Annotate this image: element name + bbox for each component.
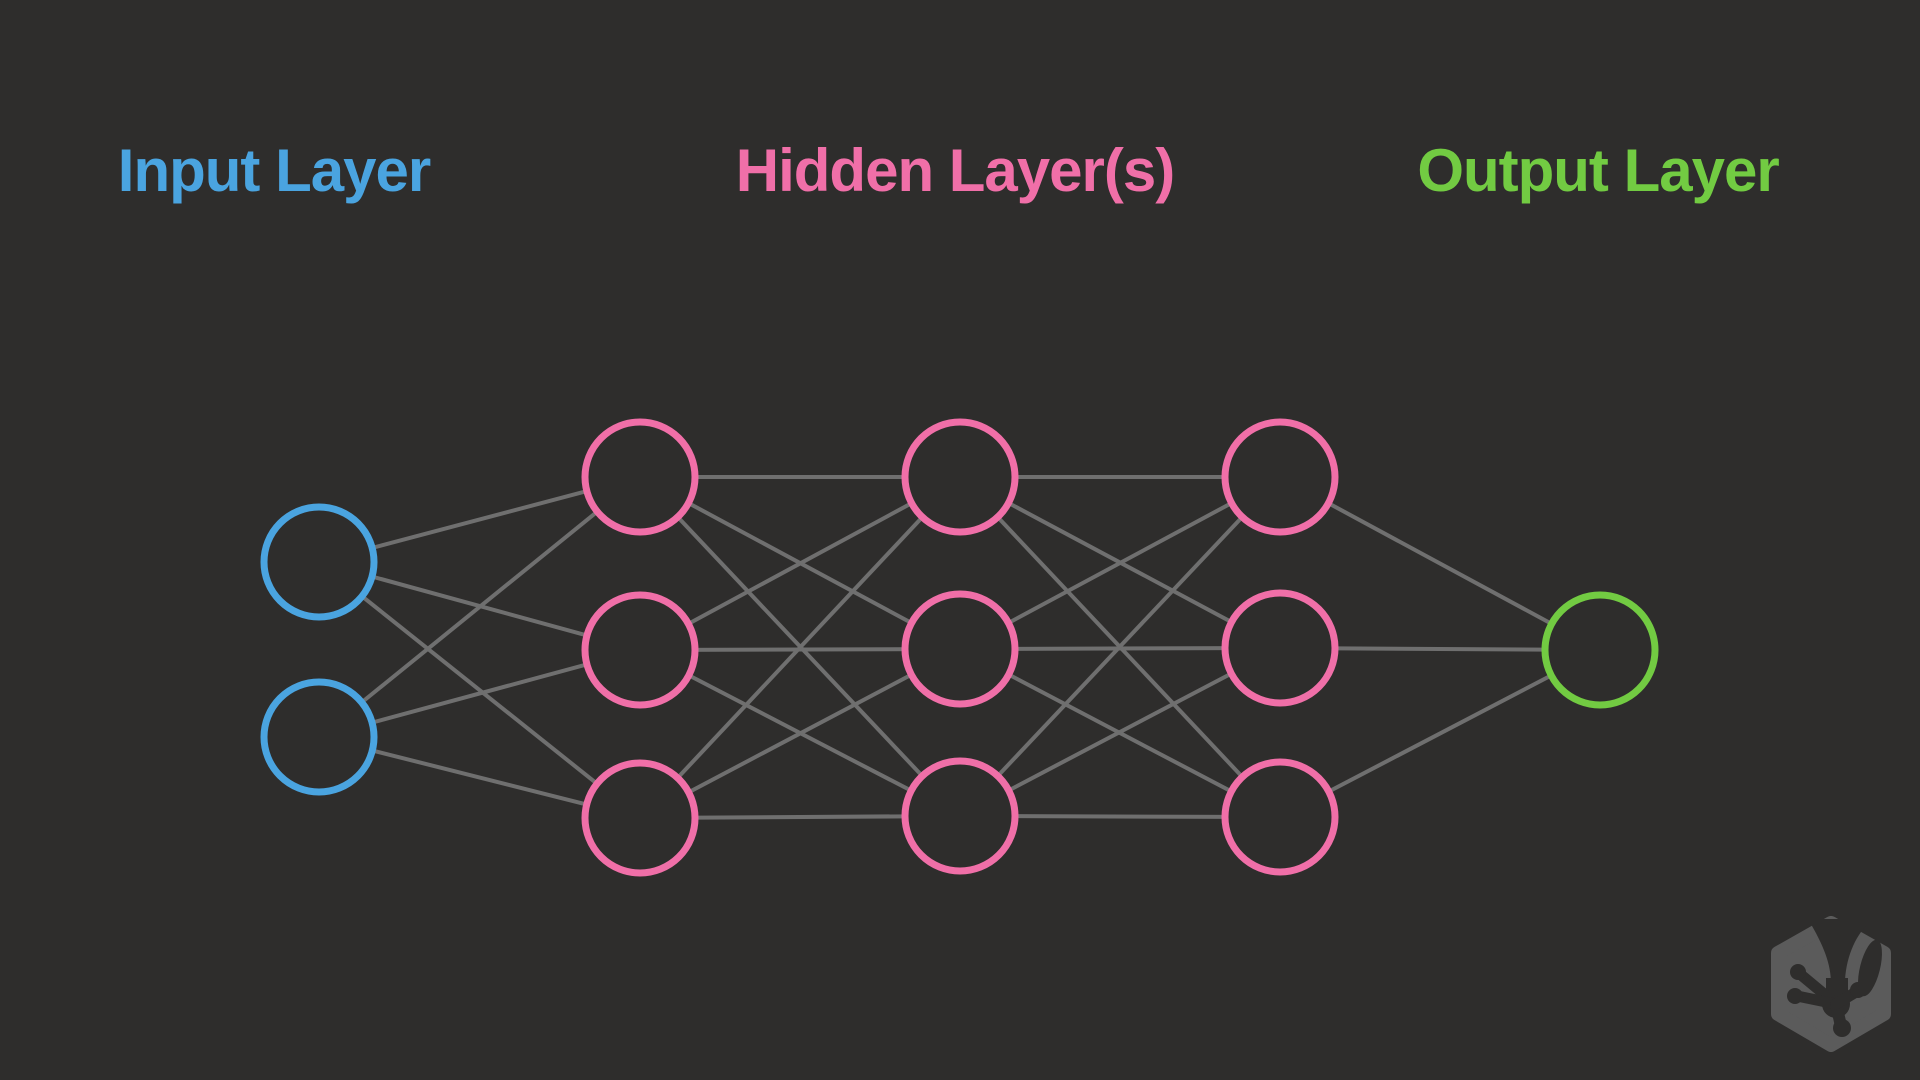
hidden-layer-1-node bbox=[581, 418, 699, 536]
hidden-layer-1-node bbox=[581, 759, 699, 877]
frog-footprint-logo-icon bbox=[1771, 916, 1891, 1052]
hidden-layer-3-node bbox=[1221, 589, 1339, 707]
network-edge bbox=[1279, 648, 1601, 819]
hidden-layer-2-node bbox=[901, 590, 1019, 708]
network-edge bbox=[959, 475, 1281, 651]
hidden-layer-3-node bbox=[1221, 418, 1339, 536]
hidden-layer-3-node bbox=[1221, 758, 1339, 876]
hidden-layer-title: Hidden Layer(s) bbox=[735, 137, 1175, 204]
network-edge bbox=[958, 475, 1282, 818]
output-layer-node bbox=[1541, 591, 1659, 709]
network-edge bbox=[638, 475, 962, 820]
network-edge bbox=[959, 646, 1281, 818]
logo-footprint-cutout bbox=[1787, 919, 1882, 1037]
network-edge bbox=[317, 475, 642, 739]
network-edge bbox=[639, 647, 961, 820]
input-layer-title: Input Layer bbox=[117, 137, 431, 204]
network-edge bbox=[639, 475, 961, 652]
hidden-layer-2-node bbox=[901, 418, 1019, 536]
input-layer-node bbox=[260, 678, 378, 796]
hidden-layer-1-node bbox=[581, 591, 699, 709]
hidden-layer-2-node bbox=[901, 757, 1019, 875]
network-edge bbox=[317, 560, 642, 820]
output-layer-title: Output Layer bbox=[1417, 137, 1779, 204]
network-edge bbox=[1279, 475, 1601, 652]
input-layer-node bbox=[260, 503, 378, 621]
